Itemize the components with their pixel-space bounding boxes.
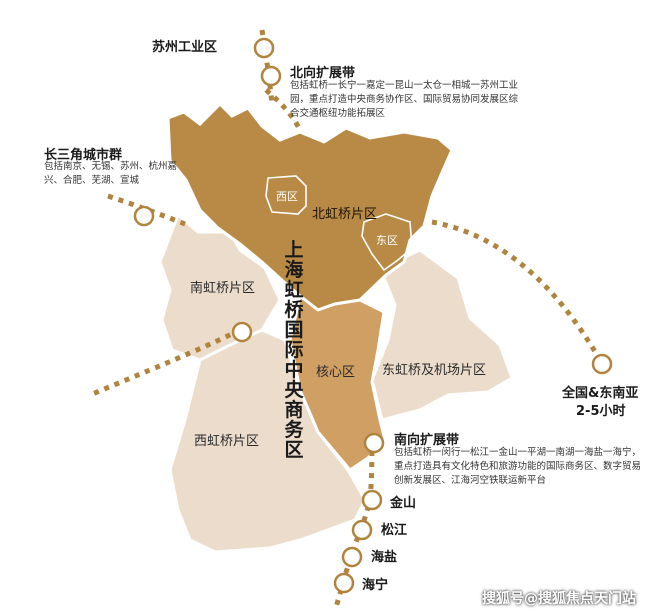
region-east-label: 东虹桥及机场片区 — [382, 363, 487, 378]
node-south — [363, 432, 385, 454]
corridor-south-desc: 包括虹桥一闵行一松江一金山一平湖一南湖一海盐一海宁，重点打造具有文化特色和旅游功… — [394, 447, 642, 486]
zone-east-label: 东区 — [376, 234, 398, 247]
corridor-south-title: 南向扩展带 — [394, 433, 460, 448]
corridor-north-desc: 包括虹桥一长宁一嘉定一昆山一太仓一相城一苏州工业园，重点打造中央商务协作区、国际… — [290, 80, 519, 119]
vertical-title: 上海虹桥国际中央商务区 — [284, 239, 304, 461]
node-jinshan — [361, 489, 383, 511]
corridor-south-hongqiao-line — [89, 327, 242, 398]
node-haiyan — [341, 546, 363, 568]
node-national — [591, 353, 613, 375]
region-west-label: 西虹桥片区 — [194, 434, 260, 449]
watermark: 搜狐号@搜狐焦点天门站 — [482, 591, 636, 607]
district-west-hongqiao — [168, 328, 367, 554]
node-south-hongqiao — [231, 321, 253, 343]
node-songjiang — [351, 519, 373, 541]
corridor-yangtze-line — [107, 193, 191, 229]
place-songjiang-label: 松江 — [381, 523, 408, 538]
national-title-line2: 2-5小时 — [576, 404, 626, 419]
zone-east-outline — [361, 213, 413, 272]
national-title-line1: 全国&东南亚 — [562, 386, 639, 401]
zone-west-label: 西区 — [276, 190, 298, 203]
node-north — [260, 65, 282, 87]
place-suzhou-label: 苏州工业区 — [152, 40, 218, 55]
zone-west-outline — [265, 175, 307, 215]
corridor-yangtze-desc: 包括南京、无锡、苏州、杭州嘉兴、合肥、芜湖、宣城 — [44, 161, 178, 186]
place-jinshan-label: 金山 — [390, 496, 417, 511]
place-haiyan-label: 海盐 — [371, 550, 398, 565]
region-north-label: 北虹桥片区 — [312, 207, 378, 222]
district-east-hongqiao — [370, 248, 514, 422]
corridor-north-line-lower — [264, 88, 303, 132]
corridor-national-line — [431, 219, 603, 362]
region-south-label: 南虹桥片区 — [190, 281, 256, 296]
district-core — [288, 293, 387, 472]
corridor-yangtze-title: 长三角城市群 — [44, 148, 123, 163]
place-haining-label: 海宁 — [362, 578, 389, 593]
district-north-hongqiao — [166, 101, 454, 312]
node-haining — [333, 572, 355, 594]
node-suzhou — [253, 37, 275, 59]
corridor-north-title: 北向扩展带 — [290, 66, 356, 81]
region-core-label: 核心区 — [316, 365, 356, 380]
node-yangtze — [133, 205, 155, 227]
